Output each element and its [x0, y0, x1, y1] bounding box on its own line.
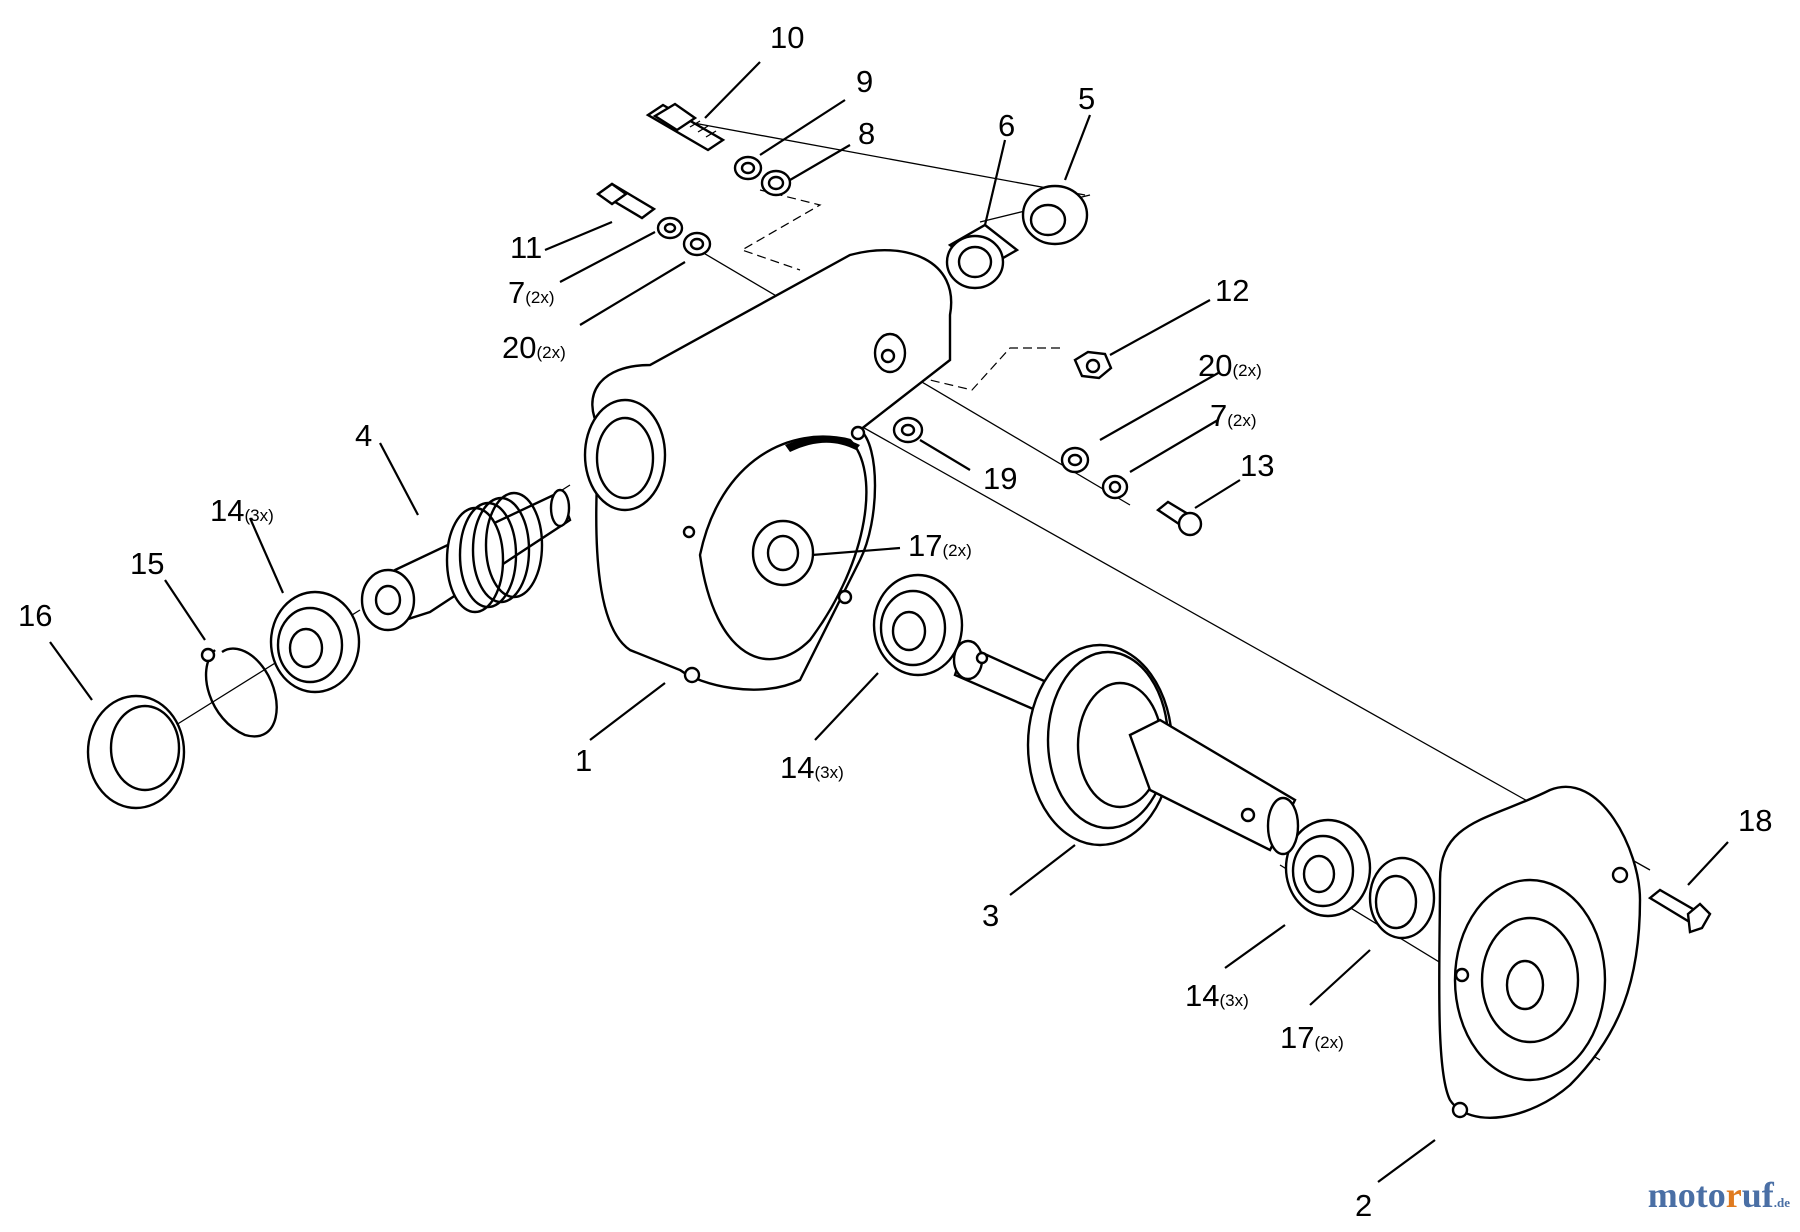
callout-number: 10 — [770, 20, 805, 55]
part-4-worm-shaft — [360, 488, 572, 632]
callout-qty: (3x) — [814, 763, 844, 782]
callout-number: 16 — [18, 598, 53, 633]
callout-7b: 7(2x) — [1210, 400, 1257, 431]
callout-number: 2 — [1355, 1188, 1373, 1223]
part-12-nut — [1073, 350, 1113, 380]
callout-number: 13 — [1240, 448, 1275, 483]
callout-11: 11 — [510, 232, 542, 263]
part-11-bolt — [595, 182, 657, 220]
callout-16: 16 — [18, 600, 52, 631]
part-14-bearing-b — [872, 573, 964, 677]
part-14-bearing-c — [1284, 818, 1372, 918]
callout-20b: 20(2x) — [1198, 350, 1262, 381]
watermark-part1: moto — [1647, 1175, 1726, 1215]
part-15-circlip — [200, 647, 278, 738]
part-8-washer — [760, 169, 792, 197]
callout-number: 15 — [130, 546, 165, 581]
watermark-suffix: .de — [1773, 1195, 1790, 1210]
callout-number: 20 — [1198, 348, 1233, 383]
callout-19: 19 — [983, 463, 1017, 494]
callout-14a: 14(3x) — [210, 495, 274, 526]
callout-number: 3 — [982, 898, 1000, 933]
part-20-washer-a — [682, 231, 712, 257]
part-13-screw — [1155, 500, 1203, 537]
callout-qty: (3x) — [244, 506, 274, 525]
callout-number: 14 — [780, 750, 815, 785]
part-18-bolt — [1647, 888, 1712, 934]
callout-17a: 17(2x) — [908, 530, 972, 561]
callout-number: 14 — [210, 493, 245, 528]
part-2-cover — [1438, 785, 1642, 1119]
callout-number: 19 — [983, 461, 1018, 496]
callout-number: 18 — [1738, 803, 1773, 838]
part-19-washer — [892, 416, 924, 444]
motoruf-watermark-logo: motoruf.de — [1648, 1174, 1790, 1216]
callout-number: 8 — [858, 116, 876, 151]
part-9-washer — [733, 155, 763, 181]
callout-number: 7 — [508, 275, 526, 310]
callout-12: 12 — [1215, 275, 1249, 306]
callout-qty: (3x) — [1219, 991, 1249, 1010]
callout-qty: (2x) — [942, 541, 972, 560]
callout-number: 1 — [575, 743, 593, 778]
callout-5: 5 — [1078, 83, 1095, 114]
callout-6: 6 — [998, 110, 1015, 141]
callout-number: 12 — [1215, 273, 1250, 308]
callout-14b: 14(3x) — [780, 752, 844, 783]
callout-1: 1 — [575, 745, 592, 776]
watermark-part3: uf — [1741, 1175, 1774, 1215]
callout-number: 5 — [1078, 81, 1096, 116]
part-10-bolt — [645, 102, 726, 152]
callout-7a: 7(2x) — [508, 277, 555, 308]
part-14-bearing-a — [269, 590, 361, 694]
callout-qty: (2x) — [525, 288, 555, 307]
part-7-washer-b — [1101, 474, 1129, 500]
callout-13: 13 — [1240, 450, 1274, 481]
callout-number: 9 — [856, 64, 874, 99]
callout-15: 15 — [130, 548, 164, 579]
callout-2: 2 — [1355, 1190, 1372, 1221]
callout-number: 17 — [1280, 1020, 1315, 1055]
callout-number: 14 — [1185, 978, 1220, 1013]
callout-qty: (2x) — [1227, 411, 1257, 430]
callout-number: 7 — [1210, 398, 1228, 433]
callout-qty: (2x) — [1314, 1033, 1344, 1052]
callout-18: 18 — [1738, 805, 1772, 836]
part-17-seal-b — [1368, 856, 1436, 940]
callout-qty: (2x) — [1232, 361, 1262, 380]
callout-number: 17 — [908, 528, 943, 563]
part-20-washer-b — [1060, 446, 1090, 474]
callout-qty: (2x) — [536, 343, 566, 362]
part-1-gear-housing — [583, 248, 953, 691]
part-16-seal-cap — [86, 694, 186, 810]
callout-14c: 14(3x) — [1185, 980, 1249, 1011]
callout-10: 10 — [770, 22, 804, 53]
callout-4: 4 — [355, 420, 372, 451]
callout-number: 4 — [355, 418, 373, 453]
callout-number: 6 — [998, 108, 1016, 143]
callout-17b: 17(2x) — [1280, 1022, 1344, 1053]
part-6-needle-bearing — [945, 223, 1020, 290]
callout-3: 3 — [982, 900, 999, 931]
part-3-gear-shaft — [952, 639, 1300, 856]
callout-9: 9 — [856, 66, 873, 97]
callout-number: 11 — [510, 230, 543, 265]
part-5-seal — [1021, 184, 1089, 246]
watermark-part2: r — [1725, 1175, 1742, 1215]
part-7-washer-a — [656, 216, 684, 240]
callout-20a: 20(2x) — [502, 332, 566, 363]
callout-number: 20 — [502, 330, 537, 365]
callout-8: 8 — [858, 118, 875, 149]
leader-lines — [49, 61, 1729, 1183]
